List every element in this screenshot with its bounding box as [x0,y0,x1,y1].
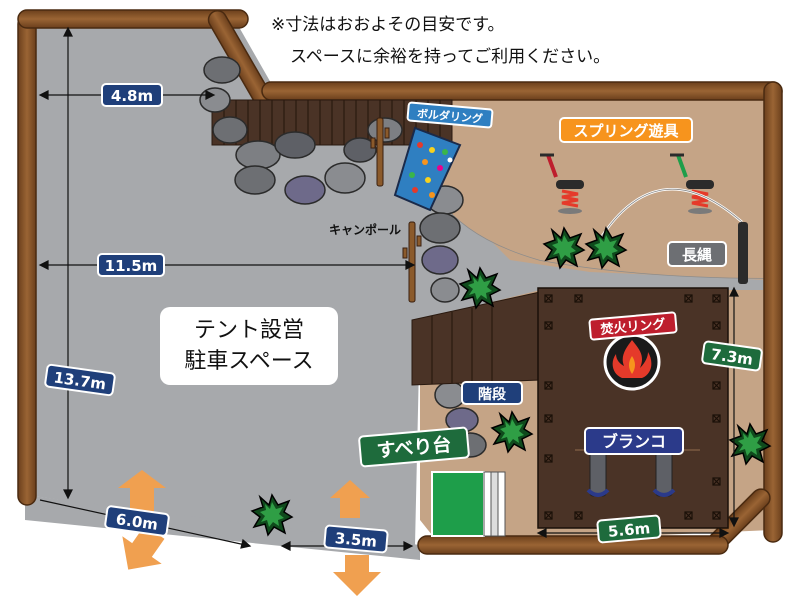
svg-text:11.5m: 11.5m [105,257,158,275]
dim-label-6-0: 6.0m [104,505,170,537]
svg-text:階段: 階段 [478,386,506,403]
dim-label-13-7: 13.7m [44,363,116,397]
svg-text:テント設営: テント設営 [194,318,304,343]
svg-text:駐車スペース: 駐車スペース [184,349,313,374]
long-rope [600,188,748,284]
bouldering-wall [393,126,462,212]
label-slide: すべり台 [358,426,470,468]
rock-icon [419,212,461,244]
label-stairs: 階段 [461,381,523,405]
label-bonfire-ring: 焚火リング [588,311,678,341]
rock-icon [235,140,281,170]
rock-icon [284,175,326,205]
svg-text:キャンポール: キャンポール [329,222,401,237]
rock-icon [274,131,316,159]
dim-label-11-5: 11.5m [97,253,165,277]
svg-text:スプリング遊具: スプリング遊具 [573,122,678,140]
rock-icon [203,56,241,84]
rock-icon [212,116,248,144]
rock-icon [421,245,459,275]
label-campole: キャンポール [329,222,401,237]
swing [586,451,676,497]
entry-arrow-icon [330,480,381,596]
slide [431,471,506,537]
rock-icon [199,87,231,113]
svg-text:※寸法はおおよその目安です。: ※寸法はおおよその目安です。 [271,15,505,35]
rock-icon [324,162,366,194]
gray-ground-area [25,20,770,545]
rock-icon [343,137,377,163]
tent-parking-area-label: テント設営 駐車スペース [160,307,338,385]
label-long-rope: 長縄 [667,241,727,267]
svg-text:長縄: 長縄 [682,246,712,264]
rock-icon [234,165,276,195]
log-fence [17,9,783,555]
dim-label-3-5: 3.5m [323,524,389,554]
svg-text:7.3m: 7.3m [710,345,754,369]
svg-text:スペースに余裕を持ってご利用ください。: スペースに余裕を持ってご利用ください。 [290,47,610,67]
dim-label-4-8: 4.8m [101,83,163,107]
label-spring-toys: スプリング遊具 [559,117,693,143]
svg-text:5.6m: 5.6m [607,519,651,541]
spring-rider-icon [670,153,716,216]
label-swing: ブランコ [584,427,684,455]
rock-icon [434,381,466,409]
svg-text:ブランコ: ブランコ [602,432,666,451]
bonfire-ring [603,333,661,391]
campole-posts [370,117,422,303]
notice-text: ※寸法はおおよその目安です。 スペースに余裕を持ってご利用ください。 [271,15,610,67]
svg-text:焚火リング: 焚火リング [599,316,666,338]
rock-icon [430,277,460,303]
dim-label-7-3: 7.3m [701,340,763,372]
entry-arrow-icon [118,470,166,570]
svg-text:ボルダリング: ボルダリング [416,106,483,126]
spring-rider-icon [540,153,586,216]
svg-text:4.8m: 4.8m [111,87,153,105]
dim-label-5-6: 5.6m [596,514,662,544]
svg-text:6.0m: 6.0m [115,510,159,534]
svg-text:3.5m: 3.5m [334,529,378,551]
stairs [411,291,541,386]
label-bouldering: ボルダリング [406,101,494,129]
